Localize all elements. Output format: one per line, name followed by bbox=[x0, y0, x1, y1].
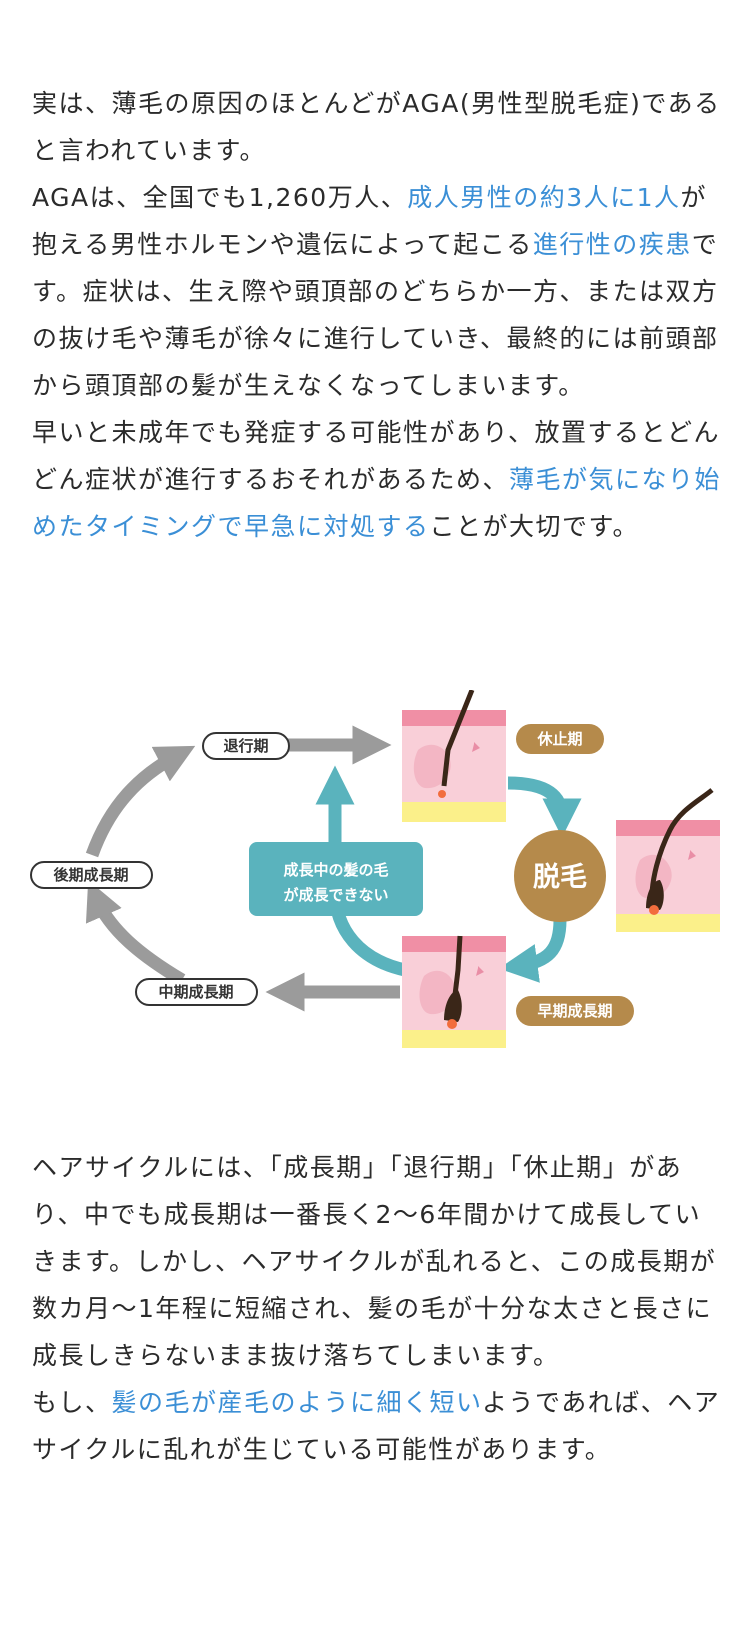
pill-late-anagen: 後期成長期 bbox=[30, 861, 153, 889]
outro-paragraph-1: ヘアサイクルには、「成長期」「退行期」「休止期」があり、中でも成長期は一番長く2… bbox=[32, 1153, 717, 1370]
shedding-circle: 脱毛 bbox=[514, 830, 606, 922]
highlight-progressive: 進行性の疾患 bbox=[532, 230, 692, 259]
highlight-ratio: 成人男性の約3人に1人 bbox=[407, 183, 681, 212]
intro-paragraph-3: 早いと未成年でも発症する可能性があり、放置するとどんどん症状が進行するおそれがあ… bbox=[32, 418, 722, 541]
intro-paragraph-2: AGAは、全国でも1,260万人、成人男性の約3人に1人が抱える男性ホルモンや遺… bbox=[32, 183, 719, 400]
outro-paragraph-2: もし、髪の毛が産毛のように細く短いようであれば、ヘアサイクルに乱れが生じている可… bbox=[32, 1388, 721, 1464]
svg-text:退行期: 退行期 bbox=[223, 737, 268, 755]
svg-text:後期成長期: 後期成長期 bbox=[52, 866, 128, 884]
pill-mid-anagen: 中期成長期 bbox=[135, 978, 258, 1006]
svg-text:早期成長期: 早期成長期 bbox=[537, 1002, 612, 1020]
pill-catagen: 退行期 bbox=[202, 732, 290, 760]
skin-telogen-illustration bbox=[402, 690, 506, 822]
arrow-late-to-catagen bbox=[85, 745, 196, 858]
skin-shedding-illustration bbox=[616, 788, 720, 932]
svg-text:成長中の髪の毛: 成長中の髪の毛 bbox=[283, 861, 388, 879]
hair-cycle-diagram: 休止期 早期成長期 退行期 後期成長期 中期成長期 脱毛 成長中の髪の毛 が成長… bbox=[30, 690, 720, 1048]
highlight-thin-hair: 髪の毛が産毛のように細く短い bbox=[111, 1388, 483, 1417]
intro-text: 実は、薄毛の原因のほとんどがAGA(男性型脱毛症)であると言われています。 AG… bbox=[32, 80, 724, 550]
svg-text:中期成長期: 中期成長期 bbox=[158, 983, 233, 1001]
skin-early-anagen-illustration bbox=[402, 935, 506, 1048]
badge-telogen: 休止期 bbox=[516, 724, 604, 754]
outro-text: ヘアサイクルには、「成長期」「退行期」「休止期」があり、中でも成長期は一番長く2… bbox=[32, 1144, 724, 1473]
arrow-shedding-to-early bbox=[498, 919, 567, 983]
badge-early-anagen: 早期成長期 bbox=[516, 996, 634, 1026]
growth-stunted-note: 成長中の髪の毛 が成長できない bbox=[249, 842, 423, 916]
intro-paragraph-1: 実は、薄毛の原因のほとんどがAGA(男性型脱毛症)であると言われています。 bbox=[32, 89, 721, 165]
svg-text:脱毛: 脱毛 bbox=[533, 862, 587, 893]
svg-text:が成長できない: が成長できない bbox=[283, 886, 388, 904]
arrow-telogen-to-shedding bbox=[507, 776, 582, 838]
arrow-mid-to-late bbox=[85, 880, 186, 986]
highlight-early-action: 薄毛が気になり始めたタイミングで早急に対処する bbox=[32, 465, 722, 541]
svg-text:休止期: 休止期 bbox=[536, 730, 582, 748]
